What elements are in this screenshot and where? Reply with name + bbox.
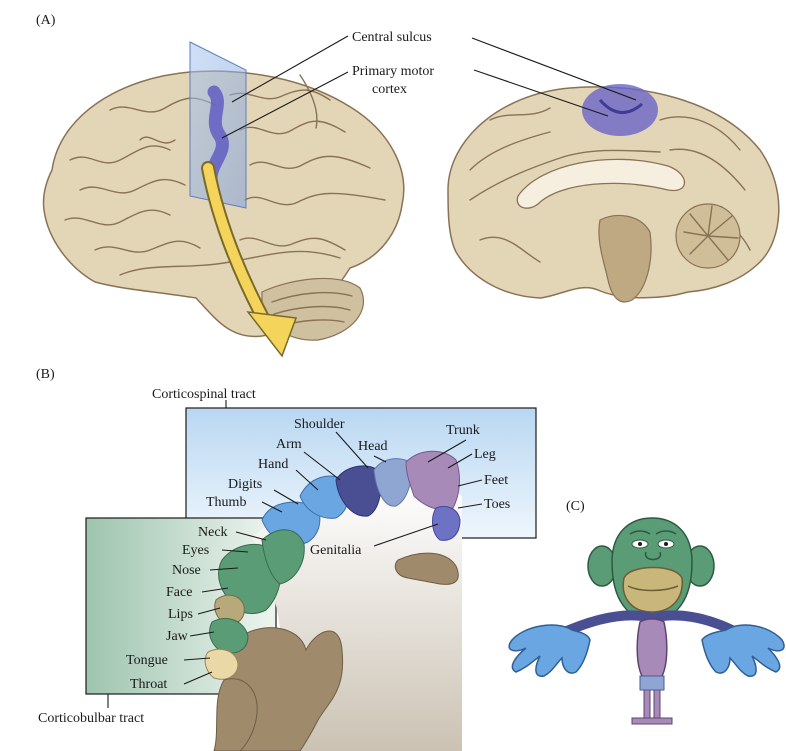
region-tongue-throat	[205, 649, 238, 679]
label-central-sulcus: Central sulcus	[352, 30, 432, 45]
hand-right	[702, 625, 784, 676]
label-hand: Hand	[258, 457, 288, 472]
label-head: Head	[358, 439, 388, 454]
label-face: Face	[166, 585, 192, 600]
label-leg: Leg	[474, 447, 496, 462]
motor-area-medial	[582, 84, 658, 136]
homunculus	[509, 518, 784, 724]
label-trunk: Trunk	[446, 423, 480, 438]
label-lips: Lips	[168, 607, 193, 622]
label-toes: Toes	[484, 497, 510, 512]
label-arm: Arm	[276, 437, 302, 452]
panel-c-label: (C)	[566, 499, 585, 514]
label-thumb: Thumb	[206, 495, 246, 510]
label-nose: Nose	[172, 563, 201, 578]
label-primary-motor-line1: Primary motor	[352, 64, 434, 79]
label-tongue: Tongue	[126, 653, 168, 668]
label-eyes: Eyes	[182, 543, 209, 558]
label-corticospinal: Corticospinal tract	[152, 387, 256, 402]
label-primary-motor-line2: cortex	[372, 82, 407, 97]
region-feet-toes	[433, 507, 460, 541]
panel-a-label: (A)	[36, 13, 56, 28]
label-jaw: Jaw	[166, 629, 189, 644]
feet	[632, 718, 672, 724]
label-neck: Neck	[198, 525, 228, 540]
hand-left	[509, 625, 590, 676]
label-genitalia: Genitalia	[310, 543, 362, 558]
medial-brain	[448, 84, 779, 302]
label-corticobulbar: Corticobulbar tract	[38, 711, 144, 726]
trunk	[637, 619, 667, 679]
label-feet: Feet	[484, 473, 508, 488]
label-digits: Digits	[228, 477, 262, 492]
label-shoulder: Shoulder	[294, 417, 345, 432]
genitalia-region	[640, 676, 664, 690]
label-throat: Throat	[130, 677, 167, 692]
panel-b-label: (B)	[36, 367, 55, 382]
